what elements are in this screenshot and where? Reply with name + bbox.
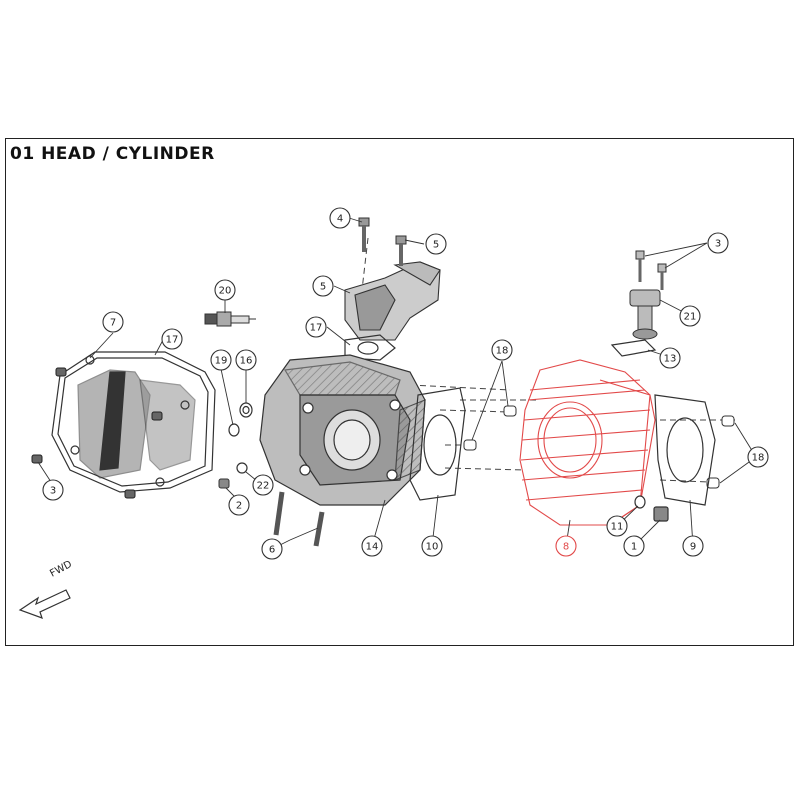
dowel-pins (463, 405, 735, 489)
callout-circle-c17a (305, 316, 327, 338)
cover-bolts (31, 367, 163, 499)
callout-circle-c13 (659, 347, 681, 369)
callout-label-c20: 20 (219, 286, 232, 297)
tensioner-gasket (610, 339, 657, 357)
callout-label-c16: 16 (240, 356, 253, 367)
callout-label-c19: 19 (215, 356, 228, 367)
forward-direction-label: FWD (48, 559, 74, 580)
callout-circle-c7 (102, 311, 124, 333)
callout-circle-c20 (214, 279, 236, 301)
callout-circle-c21 (679, 305, 701, 327)
chain-tensioner (629, 250, 667, 340)
spark-plug (204, 311, 256, 327)
diagram-frame (5, 138, 794, 646)
callout-label-c6: 6 (269, 545, 275, 556)
callout-circle-c17b (161, 328, 183, 350)
callout-circle-c5b (312, 275, 334, 297)
callout-circle-c3a (707, 232, 729, 254)
callout-circle-c22 (252, 474, 274, 496)
callout-label-c3a: 3 (715, 239, 721, 250)
callout-circle-c18b (747, 446, 769, 468)
callout-circle-c14 (361, 535, 383, 557)
callout-circle-c10 (421, 535, 443, 557)
washers (228, 402, 253, 474)
cylinder-head (259, 354, 426, 506)
callout-label-c17a: 17 (310, 323, 323, 334)
head-gasket (409, 387, 466, 501)
callout-label-c11: 11 (611, 522, 624, 533)
callout-circle-c11 (606, 515, 628, 537)
callout-label-c3b: 3 (50, 486, 56, 497)
diagram-title: 01 HEAD / CYLINDER (10, 144, 215, 164)
callout-label-c18a: 18 (496, 346, 509, 357)
callout-label-c22: 22 (257, 481, 270, 492)
callout-circle-c1 (623, 535, 645, 557)
cylinder-washer-and-bolt (634, 495, 669, 522)
callout-label-c14: 14 (366, 542, 379, 553)
callout-label-c17b: 17 (166, 335, 179, 346)
valve-cover (51, 351, 216, 493)
callout-circle-c5a (425, 233, 447, 255)
callout-circle-c8 (555, 535, 577, 557)
callout-circle-c2 (228, 494, 250, 516)
callout-circle-c9 (682, 535, 704, 557)
cylinder-highlighted (519, 359, 656, 526)
callout-circle-c16 (235, 349, 257, 371)
callout-circle-c3b (42, 479, 64, 501)
studs-and-bolts (218, 478, 325, 547)
callout-circle-c18a (491, 339, 513, 361)
callout-label-c13: 13 (664, 354, 677, 365)
callout-label-c8: 8 (563, 542, 569, 553)
callout-circle-c4a (329, 207, 351, 229)
callout-label-c5a: 5 (433, 240, 439, 251)
callout-label-c18b: 18 (752, 453, 765, 464)
base-gasket (654, 394, 716, 506)
manifold-bolts (358, 217, 407, 266)
callout-label-c4a: 4 (337, 214, 343, 225)
callout-label-c2: 2 (236, 501, 242, 512)
callout-label-c9: 9 (690, 542, 696, 553)
intake-manifold (344, 261, 441, 341)
callout-label-c7: 7 (110, 318, 116, 329)
callout-label-c1: 1 (631, 542, 637, 553)
callout-label-c21: 21 (684, 312, 697, 323)
forward-direction-arrow (18, 589, 71, 619)
callout-circle-c19 (210, 349, 232, 371)
callout-label-c10: 10 (426, 542, 439, 553)
callout-circle-c6 (261, 538, 283, 560)
callout-label-c5b: 5 (320, 282, 326, 293)
